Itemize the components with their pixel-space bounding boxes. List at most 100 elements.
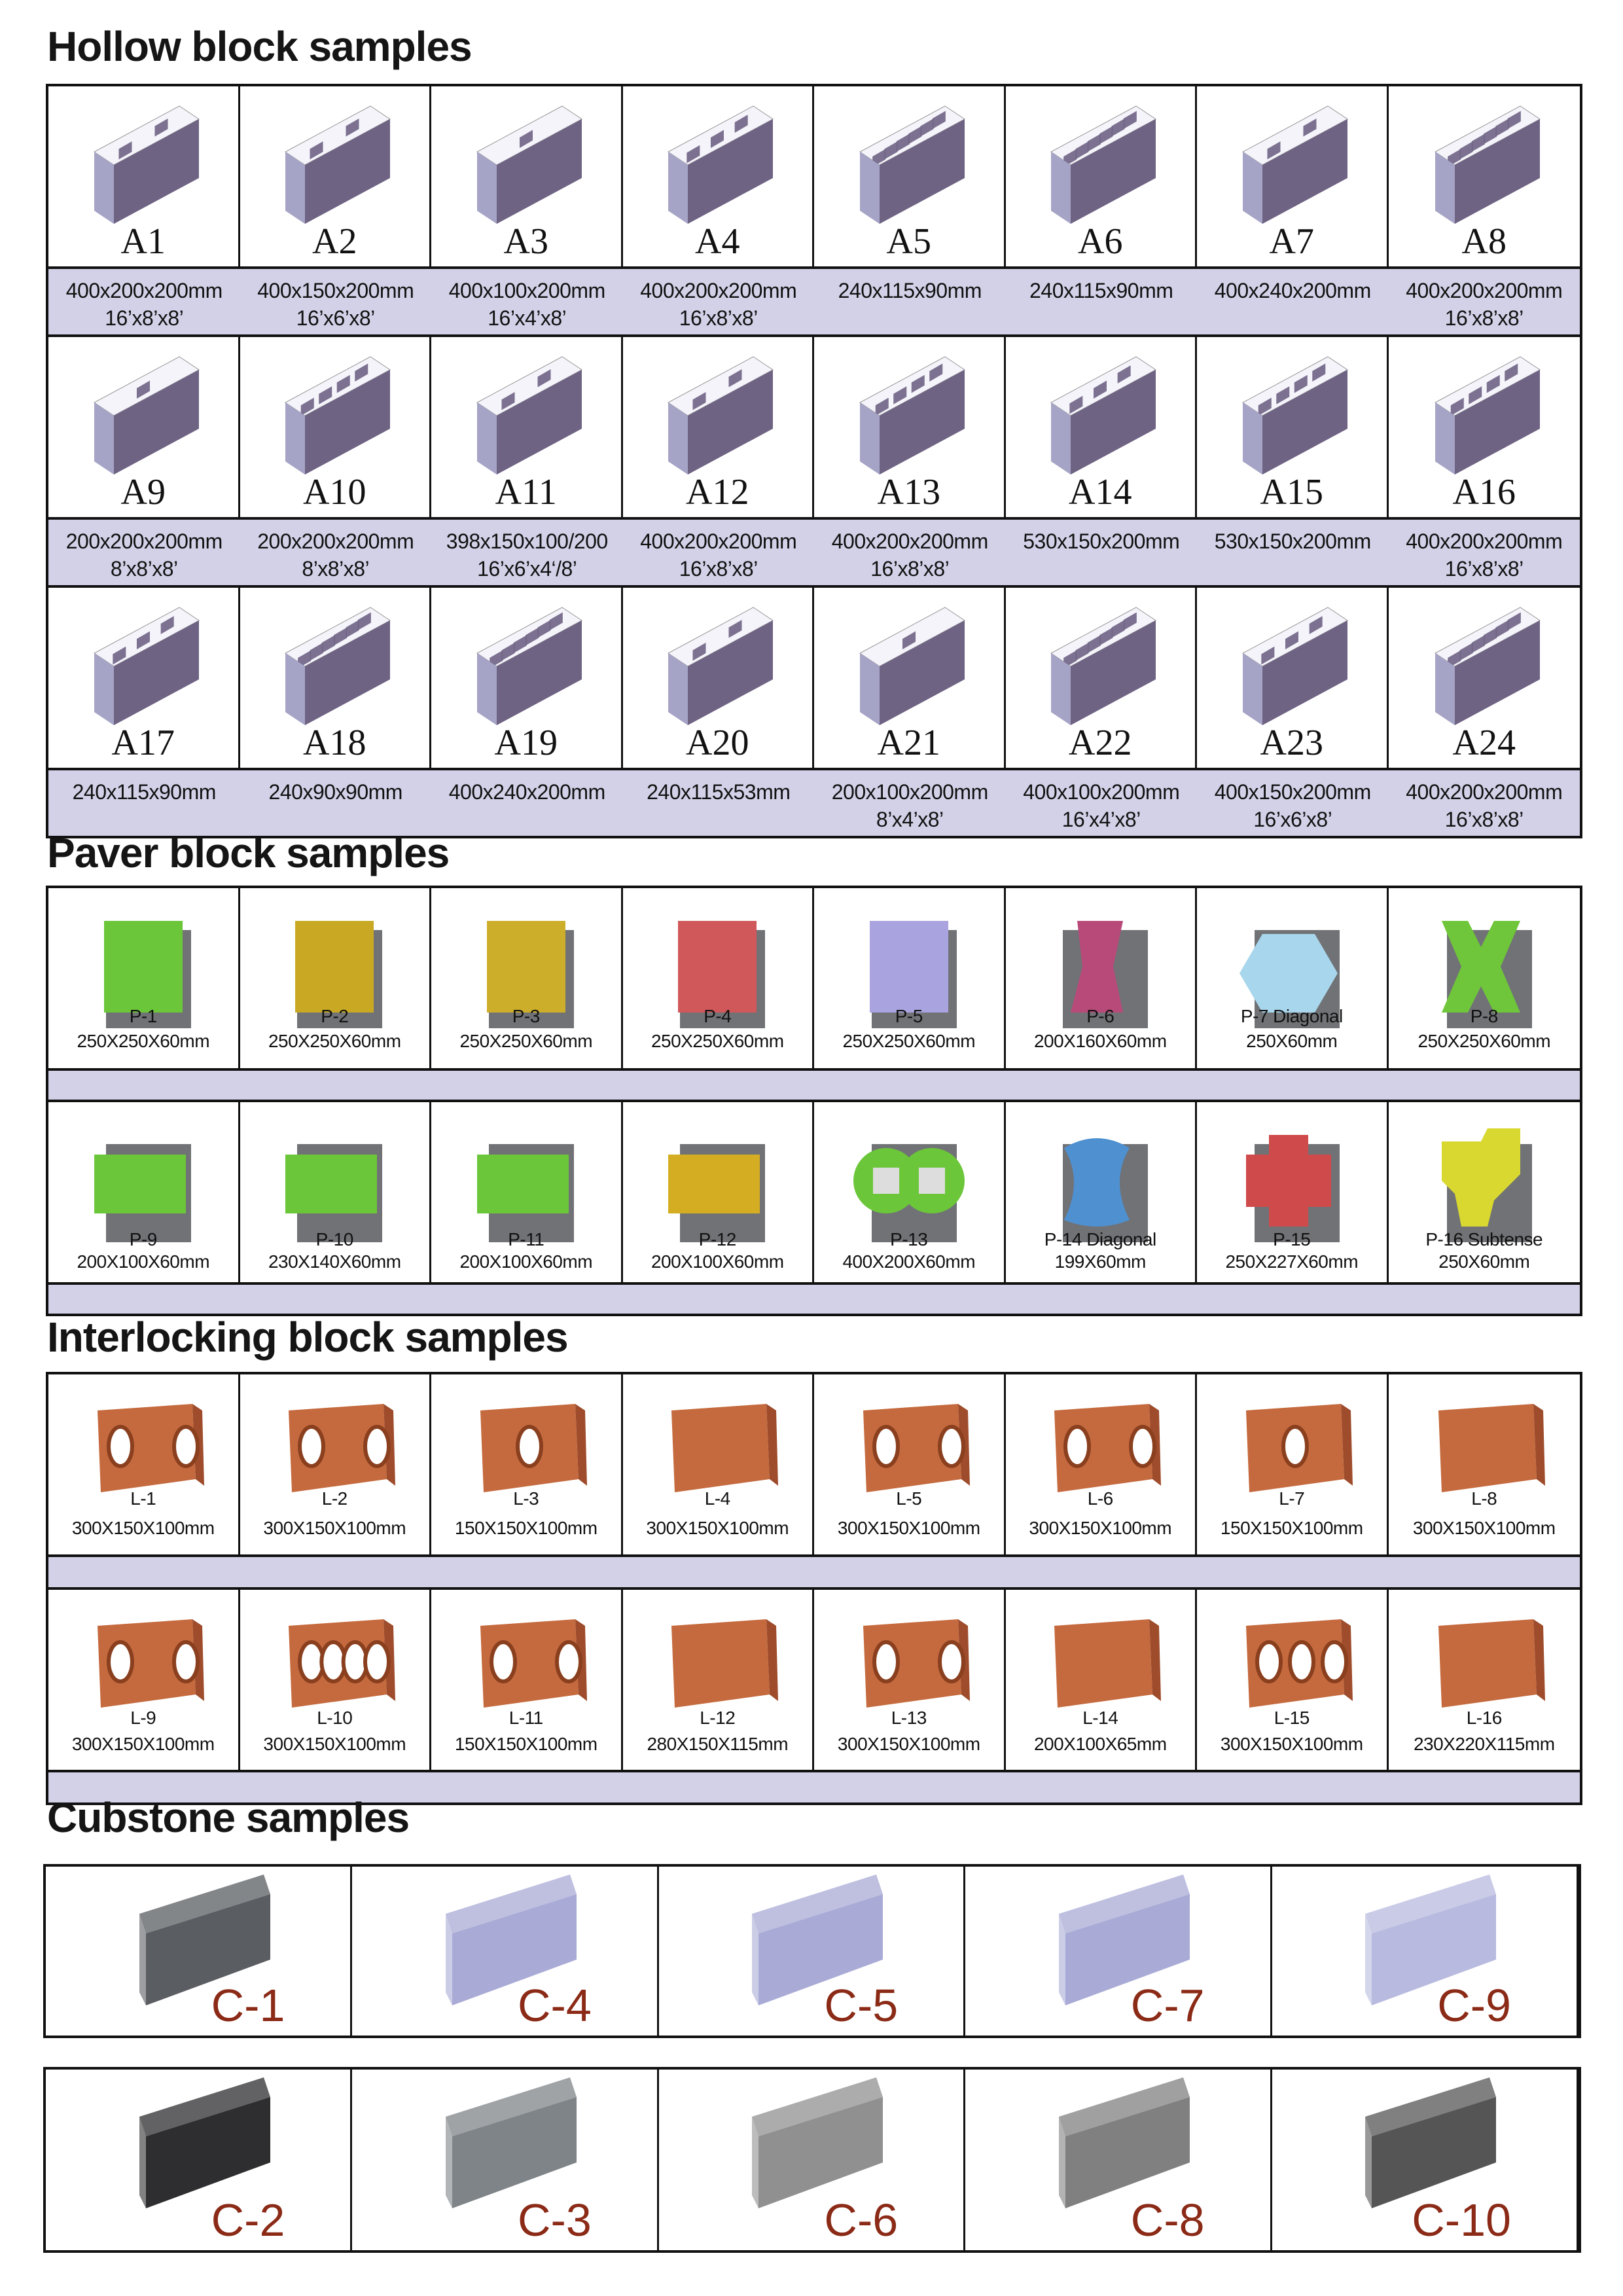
interlock-image [1416,1388,1553,1509]
curbstone-code: C-1 [211,1980,285,2031]
section-title-curbstone: Cubstone samples [47,1794,410,1841]
interlock-image [840,1603,978,1724]
spec-cell: 240x90x90mm [240,770,432,836]
spec-cell: 240x115x90mm [814,269,1006,334]
paver-image [1223,1122,1361,1249]
curbstone-cell: C-5 [658,1867,966,2036]
spec-metric: 240x115x53mm [647,780,791,804]
curbstone-image [1326,1874,1522,2015]
hollow-block-cell: A2 [240,86,431,266]
hollow-block-cell: A1 [48,86,240,266]
spec-cell: 400x240x200mm [1197,269,1389,334]
spec-imperial: 16’x6’x4‘/8’ [477,557,577,581]
block-code: A14 [1069,472,1132,512]
interlock-spec: 200X100X65mm [1033,1734,1167,1754]
curbstone-image [406,1874,603,2015]
paver-spec: 250X250X60mm [842,1031,976,1051]
paver-image [457,908,595,1035]
interlock-code: L-14 [1082,1708,1118,1728]
block-image [1409,350,1560,484]
curbstone-image [100,1874,296,2015]
curbstone-image [100,2077,296,2218]
spec-metric: 400x100x200mm [1023,780,1180,804]
interlock-band [48,1770,1580,1803]
interlock-image [457,1388,595,1509]
block-image [68,99,219,234]
paver-code: P-2 [321,1006,349,1026]
spec-metric: 530x150x200mm [1214,529,1371,553]
spec-imperial: 16’x6’x8’ [296,306,376,330]
paver-spec: 250X60mm [1246,1031,1338,1051]
interlock-image [1223,1603,1361,1724]
paver-image [75,1122,212,1249]
spec-cell: 240x115x53mm [623,770,815,836]
interlock-image [266,1603,403,1724]
spec-imperial: 16’x8’x8’ [1444,306,1524,330]
curbstone-code: C-5 [824,1980,899,2031]
curbstone-code: C-10 [1412,2195,1511,2246]
curbstone-code: C-8 [1130,2195,1205,2246]
paver-code: P-16 Subtense [1425,1229,1543,1249]
block-image [1217,99,1367,234]
spec-imperial: 8’x4’x8’ [876,808,944,831]
spec-imperial: 16’x4’x8’ [1061,808,1141,831]
paver-image [1223,908,1361,1035]
paver-cell: P-7 Diagonal 250X60mm [1197,888,1389,1068]
paver-band [48,1068,1580,1102]
curbstone-code: C-6 [824,2195,899,2246]
interlock-spec: 300X150X100mm [71,1734,215,1754]
paver-spec: 200X100X60mm [651,1251,784,1272]
paver-spec: 200X100X60mm [459,1251,593,1272]
curbstone-code: C-9 [1437,1980,1511,2031]
block-code: A6 [1078,221,1123,262]
hollow-block-cell: A9 [48,337,240,517]
block-image [642,99,793,234]
interlock-spec: 300X150X100mm [837,1518,980,1538]
block-image [1025,99,1175,234]
paver-code: P-3 [512,1006,541,1026]
block-image [1409,99,1560,234]
spec-metric: 400x200x200mm [1406,529,1563,553]
hollow-block-cell: A22 [1005,588,1197,768]
spec-metric: 240x90x90mm [268,780,403,804]
paver-image [1031,908,1169,1035]
curbstone-cell: C-2 [46,2070,353,2250]
hollow-block-cell: A3 [431,86,623,266]
interlock-code: L-8 [1471,1488,1497,1509]
spec-imperial: 16’x8’x8’ [1444,557,1524,581]
interlock-spec: 150X150X100mm [1220,1518,1363,1538]
block-code: A11 [495,472,557,512]
spec-imperial: 16’x8’x8’ [105,306,184,330]
curbstone-code: C-7 [1130,1980,1205,2031]
interlock-code: L-2 [321,1488,348,1509]
hollow-block-cell: A15 [1197,337,1389,517]
curbstone-cell: C-7 [965,1867,1272,2036]
spec-metric: 400x200x200mm [1406,780,1563,804]
hollow-block-cell: A18 [240,588,431,768]
block-image [834,99,984,234]
interlock-image [840,1388,978,1509]
interlock-band [48,1554,1580,1590]
block-image [642,601,793,735]
paver-code: P-7 Diagonal [1240,1006,1343,1026]
curbstone-code: C-4 [518,1980,592,2031]
